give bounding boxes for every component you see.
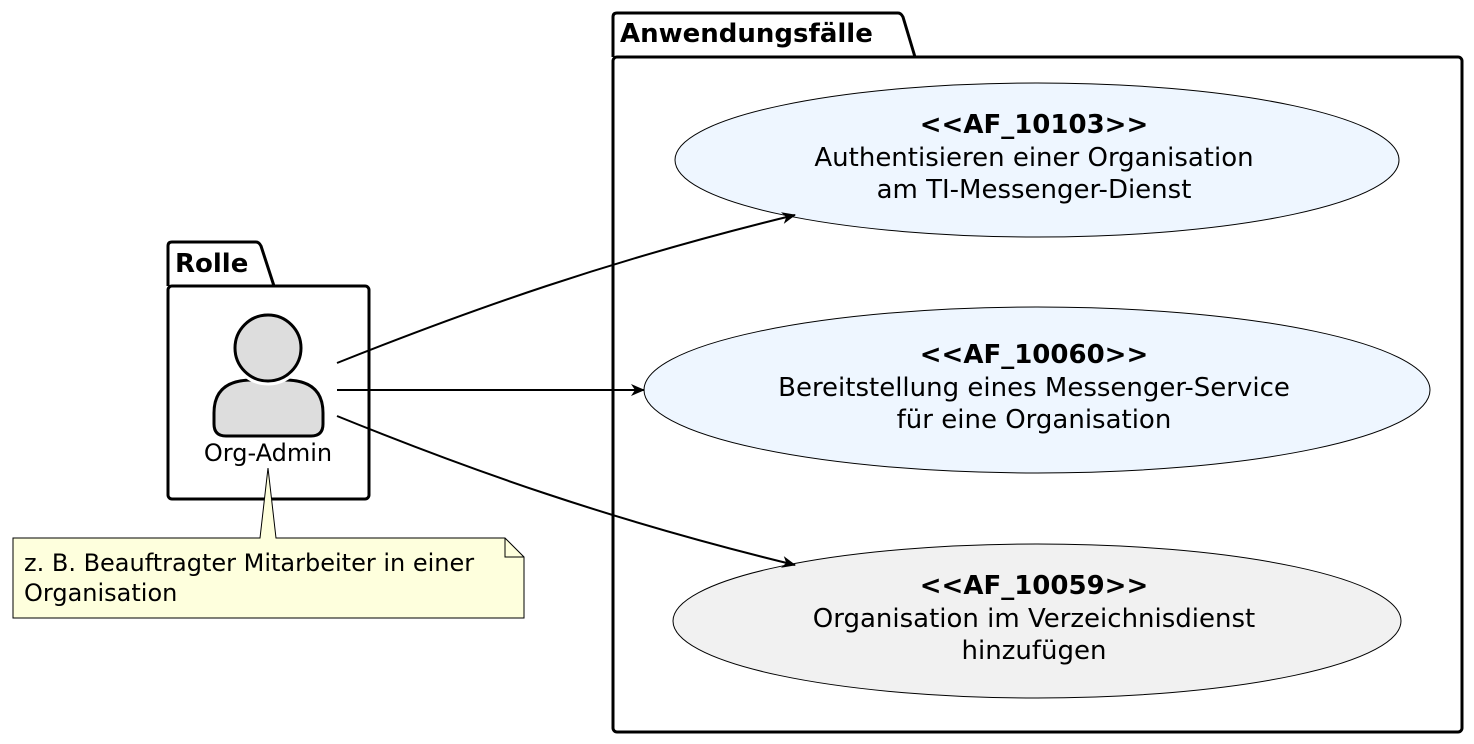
note: z. B. Beauftragter Mitarbeiter in einer … — [12, 467, 525, 619]
use-case-line-1: Organisation im Verzeichnisdienst — [813, 604, 1255, 634]
person-icon — [212, 310, 325, 438]
association-to-af-10103 — [336, 212, 796, 364]
use-case-line-1: Bereitstellung eines Messenger-Service — [778, 373, 1290, 403]
associations — [336, 212, 796, 568]
use-case-af-10103: <<AF_10103>> Authentisieren einer Organi… — [674, 82, 1400, 238]
note-line-1: z. B. Beauftragter Mitarbeiter in einer — [24, 549, 474, 577]
use-case-line-2: am TI-Messenger-Dienst — [877, 175, 1192, 205]
use-case-line-2: hinzufügen — [962, 636, 1107, 666]
use-case-stereotype: <<AF_10059>> — [920, 571, 1148, 601]
use-case-stereotype: <<AF_10060>> — [920, 340, 1148, 370]
package-role-tab — [166, 240, 276, 287]
package-usecases-body — [611, 55, 1464, 734]
actor-label: Org-Admin — [204, 439, 332, 467]
use-case-line-1: Authentisieren einer Organisation — [814, 143, 1253, 173]
use-case-ellipse — [672, 543, 1402, 699]
use-case-line-2: für eine Organisation — [897, 405, 1172, 435]
use-case-stereotype: <<AF_10103>> — [920, 110, 1148, 140]
actor-org-admin: Org-Admin — [204, 310, 332, 467]
association-to-af-10059 — [336, 415, 796, 568]
actor-body — [212, 378, 325, 438]
use-case-af-10060: <<AF_10060>> Bereitstellung eines Messen… — [643, 306, 1431, 474]
package-role-title: Rolle — [175, 249, 248, 279]
package-usecases-title: Anwendungsfälle — [620, 19, 873, 49]
use-case-af-10059: <<AF_10059>> Organisation im Verzeichnis… — [672, 543, 1402, 699]
package-usecases-tab — [611, 11, 917, 58]
note-line-2: Organisation — [24, 579, 177, 607]
note-corner-fold — [504, 538, 524, 558]
package-usecases: Anwendungsfälle — [611, 11, 1464, 734]
use-case-ellipse — [674, 82, 1400, 238]
